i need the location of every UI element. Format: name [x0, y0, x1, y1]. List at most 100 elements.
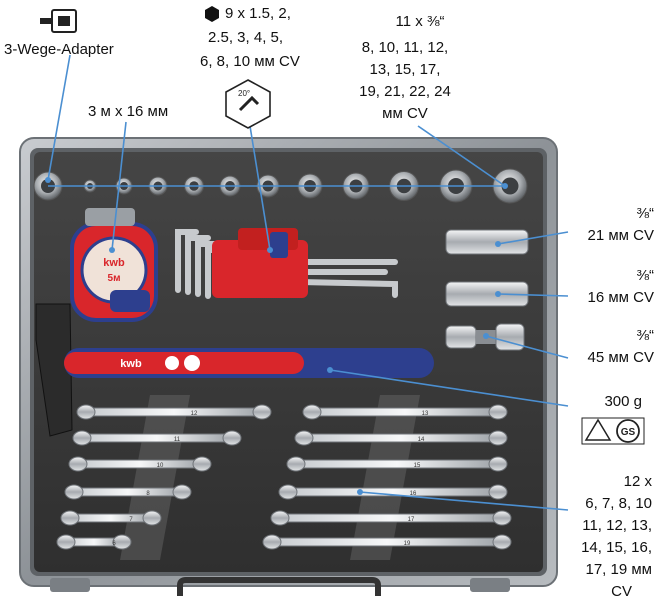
wrench-head	[488, 456, 508, 472]
wrench-head	[192, 456, 212, 472]
wrench-size-mark: 16	[410, 491, 417, 497]
hammer-brand-logo: kwb	[120, 358, 142, 370]
wrench-size-mark: 6	[112, 541, 116, 547]
wrench-head	[278, 484, 298, 500]
wrench-head	[262, 534, 282, 550]
hex-keys-line3: 6, 8, 10 мм CV	[200, 53, 300, 70]
socket-hole	[501, 177, 519, 195]
wrench-head	[492, 534, 512, 550]
hex-keys-line2: 2.5, 3, 4, 5,	[208, 29, 284, 46]
universal-joint-size: ⅜“	[636, 327, 654, 344]
wrench-head	[64, 484, 84, 500]
universal-joint-length: 45 мм CV	[587, 349, 654, 366]
tape-brand-logo: kwb	[103, 257, 125, 269]
wrench-size-mark: 14	[418, 437, 425, 443]
hammer: kwb	[35, 303, 434, 437]
wrench-head	[294, 430, 314, 446]
wrench-head	[488, 484, 508, 500]
combination-wrench: 17	[270, 510, 512, 526]
deep-socket-16-size: ⅜“	[636, 267, 654, 284]
wrench-head	[492, 510, 512, 526]
combination-wrench: 8	[64, 484, 192, 500]
combination-wrench: 10	[68, 456, 212, 472]
callout-lines	[47, 54, 569, 511]
wrench-line2: 6, 7, 8, 10	[585, 495, 652, 512]
wrench-shaft	[73, 487, 183, 497]
wrench-head	[60, 510, 80, 526]
wrench-set: 12 11 10 8 7 6 13 14 15 16 17 19	[56, 404, 512, 550]
wrench-shaft	[295, 459, 499, 469]
deep-socket-21-size: ⅜“	[636, 205, 654, 222]
wrench-shaft	[279, 513, 503, 523]
hex-key-angle-icon: 20°	[225, 79, 271, 129]
callout-dots	[45, 177, 508, 495]
sockets-line4: 19, 21, 22, 24	[359, 83, 451, 100]
combination-wrench: 13	[302, 404, 508, 420]
deep-sockets	[445, 229, 529, 351]
wrench-head	[270, 510, 290, 526]
wrench-head	[222, 430, 242, 446]
wrench-size-mark: 7	[129, 517, 133, 523]
wrench-shaft	[77, 459, 203, 469]
wrench-shaft	[85, 407, 263, 417]
combination-wrench: 14	[294, 430, 508, 446]
combination-wrench: 15	[286, 456, 508, 472]
wrench-line3: 11, 12, 13,	[582, 517, 652, 534]
wrench-head	[172, 484, 192, 500]
wrench-shaft	[81, 433, 233, 443]
wrench-size-mark: 12	[191, 411, 198, 417]
combination-wrench: 7	[60, 510, 162, 526]
case-hinge-right	[470, 578, 510, 592]
sockets-line5: мм CV	[382, 105, 428, 122]
adapter-label: 3-Wege-Adapter	[4, 41, 114, 58]
hexagon-bullet-icon	[205, 6, 219, 22]
deep-socket-16-length: 16 мм CV	[587, 289, 654, 306]
wrench-size-mark: 19	[404, 541, 411, 547]
wrench-shaft	[311, 407, 499, 417]
case-handle	[177, 577, 381, 596]
hex-keys-line1: 9 x 1.5, 2,	[225, 5, 291, 22]
sockets-line1: 11 x ⅜“	[395, 13, 445, 30]
svg-text:GS: GS	[621, 427, 636, 438]
wrench-size-mark: 17	[408, 517, 415, 523]
adapter-icon	[40, 9, 77, 33]
wrench-shaft	[69, 513, 153, 523]
hex-key-set	[175, 228, 398, 299]
wrench-head	[76, 404, 96, 420]
wrench-head	[488, 404, 508, 420]
safety-certification-icon: GS	[581, 417, 645, 445]
wrench-size-mark: 15	[414, 463, 421, 469]
wrench-size-mark: 11	[174, 437, 181, 443]
tape-measure-label: 3 м x 16 мм	[88, 103, 169, 120]
combination-wrench: 12	[76, 404, 272, 420]
wrench-head	[488, 430, 508, 446]
wrench-line1: 12 x	[623, 473, 652, 490]
wrench-shaft	[303, 433, 499, 443]
wrench-line6: CV	[611, 583, 632, 600]
sockets-line2: 8, 10, 11, 12,	[361, 39, 449, 56]
tape-size-label: 5м	[108, 273, 121, 284]
case-hinge-left	[50, 578, 90, 592]
wrench-head	[56, 534, 76, 550]
wrench-head	[302, 404, 322, 420]
wrench-shaft	[271, 537, 503, 547]
wrench-line4: 14, 15, 16,	[581, 539, 652, 556]
wrench-size-mark: 10	[157, 463, 164, 469]
wrench-size-mark: 13	[422, 411, 429, 417]
wrench-head	[72, 430, 92, 446]
wrench-head	[286, 456, 306, 472]
wrench-head	[252, 404, 272, 420]
combination-wrench: 16	[278, 484, 508, 500]
combination-wrench: 11	[72, 430, 242, 446]
sockets-line3: 13, 15, 17,	[369, 61, 441, 78]
wrench-head	[142, 510, 162, 526]
deep-socket-21-length: 21 мм CV	[587, 227, 654, 244]
combination-wrench: 6	[56, 534, 132, 550]
wrench-head	[68, 456, 88, 472]
combination-wrench: 19	[262, 534, 512, 550]
wrench-size-mark: 8	[146, 491, 150, 497]
wrench-head	[112, 534, 132, 550]
hammer-weight-label: 300 g	[604, 393, 642, 410]
hex-angle-label: 20°	[238, 89, 250, 98]
